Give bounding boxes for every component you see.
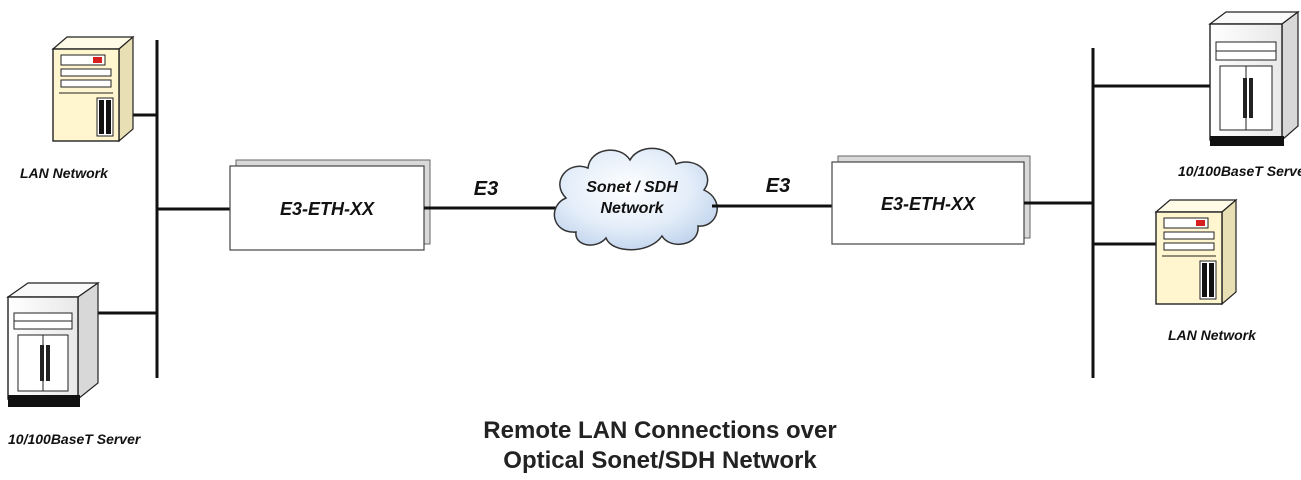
right-lan-computer-icon (1154, 198, 1238, 306)
right-server-label: 10/100BaseT Server (1178, 163, 1301, 179)
left-lan-network-label: LAN Network (20, 165, 109, 181)
left-device-label: E3-ETH-XX (280, 199, 375, 219)
left-e3-label: E3 (474, 178, 498, 200)
right-device-label: E3-ETH-XX (881, 194, 976, 214)
right-server-icon (1208, 10, 1300, 146)
left-e3-eth-device[interactable] (229, 159, 431, 251)
left-lan-computer-icon (51, 35, 135, 143)
right-e3-eth-device[interactable] (831, 155, 1031, 245)
right-lan-bus (1024, 48, 1222, 378)
left-server-icon (6, 281, 100, 407)
sonet-sdh-cloud (553, 147, 718, 251)
right-e3-label: E3 (766, 175, 790, 197)
cloud-label-line2: Network (600, 200, 664, 217)
left-server-label: 10/100BaseT Server (8, 431, 142, 447)
cloud-label-line1: Sonet / SDH (586, 179, 678, 196)
right-lan-network-label: LAN Network (1168, 327, 1257, 343)
caption-line2: Optical Sonet/SDH Network (503, 447, 817, 474)
caption-line1: Remote LAN Connections over (483, 417, 836, 444)
